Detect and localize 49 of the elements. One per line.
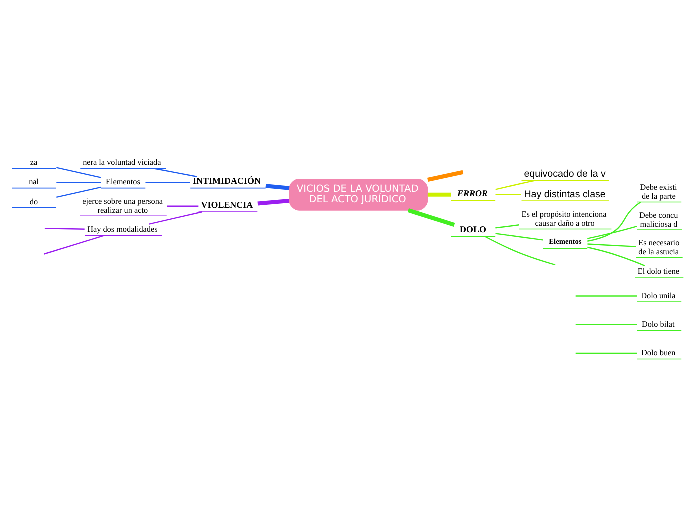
- connector: [56, 166, 102, 178]
- connector: [258, 198, 290, 206]
- connector: [149, 211, 202, 224]
- connector: [408, 208, 456, 227]
- connector: [588, 246, 646, 266]
- node-text: nera la voluntad viciada: [83, 158, 162, 167]
- connector: [484, 236, 556, 266]
- node-text: Dolo buen: [642, 348, 676, 358]
- connector: [167, 205, 199, 206]
- connector: [496, 224, 520, 228]
- connector: [588, 201, 642, 242]
- node-text: ejerce sobre una persona realizar un acto: [82, 196, 164, 214]
- connector: [576, 324, 638, 325]
- node-text: Dolo bilat: [642, 319, 675, 328]
- node-text: equivocado de la v: [524, 168, 606, 180]
- node-text: Elementos: [549, 236, 582, 246]
- node-text: VIOLENCIA: [201, 199, 254, 210]
- connector: [56, 182, 102, 183]
- node-box: VICIOS DE LA VOLUNTAD DEL ACTO JURÍDICO: [289, 178, 428, 210]
- connector: [154, 168, 198, 177]
- node-text: za: [30, 158, 38, 167]
- node-text: Hay dos modalidades: [88, 224, 158, 234]
- connector: [44, 227, 85, 230]
- node-text: nal: [29, 177, 40, 186]
- connector: [496, 194, 522, 195]
- connector: [44, 234, 104, 254]
- connector: [146, 182, 190, 183]
- connector: [56, 186, 102, 198]
- node-text: Es el propósito intenciona causar daño a otro: [522, 209, 607, 228]
- connector: [588, 243, 636, 247]
- node-text: El dolo tiene: [638, 266, 680, 276]
- connector: [428, 192, 452, 196]
- node-text: INTIMIDACIÓN: [193, 176, 261, 186]
- connector: [576, 352, 638, 354]
- connector: [266, 184, 290, 190]
- node-text: Debe concu maliciosa d: [639, 210, 678, 228]
- connector: [496, 180, 536, 190]
- node-text: Dolo unila: [641, 290, 676, 300]
- node-text: DOLO: [460, 224, 486, 234]
- node-text: Es necesario de la astucia: [638, 238, 680, 256]
- connector: [576, 295, 638, 296]
- connector: [496, 232, 544, 240]
- connector: [428, 170, 464, 182]
- node-text: Hay distintas clase: [524, 188, 606, 200]
- node-text: ERROR: [458, 188, 488, 198]
- connector: [587, 225, 638, 239]
- node-text: do: [30, 196, 38, 206]
- node-text: Elementos: [106, 177, 140, 186]
- node-text: Debe existi de la parte: [640, 182, 678, 200]
